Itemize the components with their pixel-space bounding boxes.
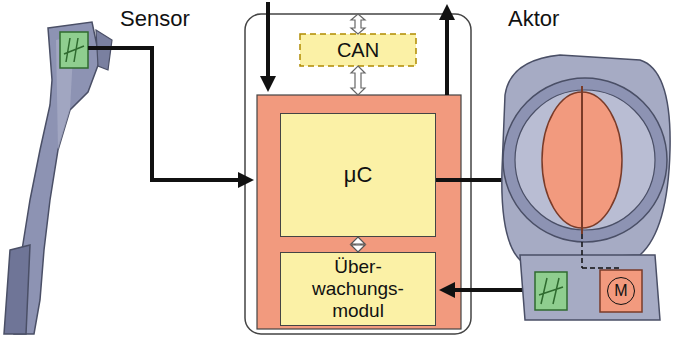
feedback-arrow bbox=[445, 288, 532, 292]
monitor-box: Über- wachungs- modul bbox=[280, 252, 436, 326]
bus-box: CAN bbox=[300, 34, 416, 66]
ecu-housing bbox=[245, 14, 471, 334]
node-text: M bbox=[614, 282, 627, 300]
actuator-label: Aktor bbox=[508, 6, 559, 32]
double-arrow-connector bbox=[351, 237, 365, 252]
sensor-label: Sensor bbox=[120, 6, 190, 32]
accelerator-pedal bbox=[4, 22, 112, 334]
sensor-signal-arrow bbox=[88, 48, 248, 180]
controller-box: μC bbox=[280, 113, 436, 237]
node-text: Über- wachungs- modul bbox=[308, 256, 408, 322]
output-arrow bbox=[445, 10, 449, 95]
can-box bbox=[300, 34, 416, 66]
motor-box bbox=[600, 270, 642, 312]
node-text: μC bbox=[344, 162, 373, 187]
ecu-board bbox=[257, 95, 461, 329]
pedal-sensor bbox=[60, 32, 88, 68]
input-arrow bbox=[266, 2, 270, 86]
position-sensor bbox=[535, 272, 567, 310]
throttle-valve bbox=[502, 55, 670, 320]
node-text: CAN bbox=[337, 39, 379, 62]
motor-symbol: M bbox=[607, 277, 635, 305]
